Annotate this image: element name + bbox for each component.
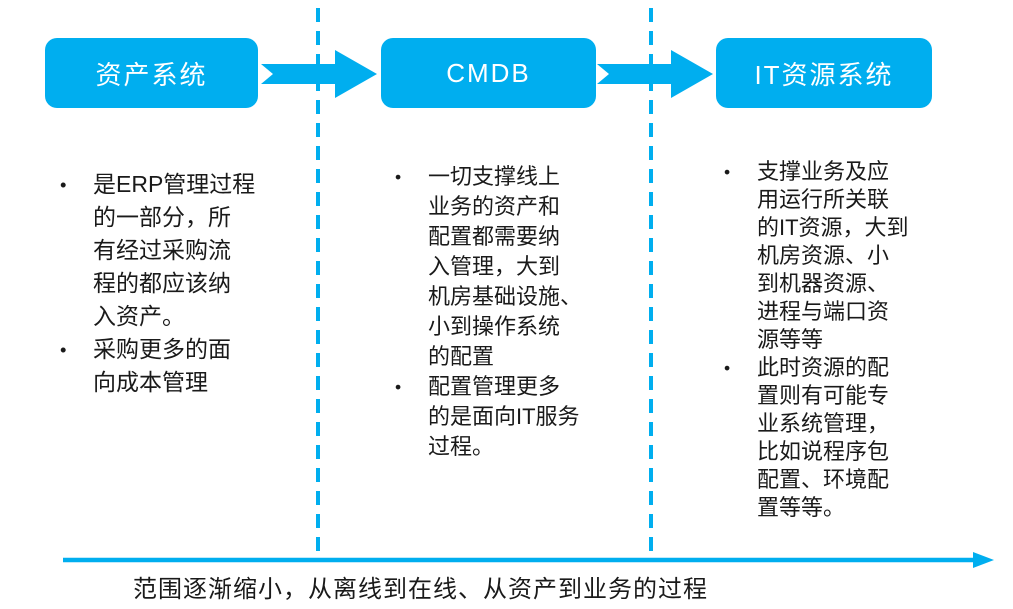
flow-block-arrow-icon-2 (597, 50, 713, 98)
stage-box-it-resource-system: IT资源系统 (716, 38, 932, 108)
bullet-item: • 此时资源的配 置则有可能专 业系统管理， 比如说程序包 配置、环境配 置等等… (712, 354, 957, 522)
bullet-dot: • (395, 377, 402, 397)
bullet-column-cmdb: • 一切支撑线上 业务的资产和 配置都需要纳 入管理，大到 机房基础设施、 小到… (383, 162, 635, 462)
bullet-text: 配置管理更多 的是面向IT服务 过程。 (428, 374, 580, 459)
stage-box-asset-system: 资产系统 (45, 38, 258, 108)
bullet-item: • 一切支撑线上 业务的资产和 配置都需要纳 入管理，大到 机房基础设施、 小到… (383, 162, 635, 372)
bullet-text: 是ERP管理过程 的一部分，所 有经过采购流 程的都应该纳 入资产。 (93, 171, 256, 329)
bullet-item: • 支撑业务及应 用运行所关联 的IT资源，大到 机房资源、小 到机器资源、 进… (712, 158, 957, 354)
bullet-column-asset-system: • 是ERP管理过程 的一部分，所 有经过采购流 程的都应该纳 入资产。 • 采… (48, 168, 280, 399)
bullet-text: 支撑业务及应 用运行所关联 的IT资源，大到 机房资源、小 到机器资源、 进程与… (757, 159, 909, 352)
bullet-dot: • (60, 174, 67, 195)
dashed-divider-2 (649, 8, 653, 557)
timeline-arrow-icon (63, 552, 994, 568)
stage-label-cmdb: CMDB (446, 57, 531, 88)
bullet-item: • 是ERP管理过程 的一部分，所 有经过采购流 程的都应该纳 入资产。 (48, 168, 280, 333)
stage-label-it-resource-system: IT资源系统 (754, 59, 894, 90)
bullet-column-it-resource-system: • 支撑业务及应 用运行所关联 的IT资源，大到 机房资源、小 到机器资源、 进… (712, 158, 957, 522)
bullet-dot: • (724, 162, 731, 182)
bullet-text: 一切支撑线上 业务的资产和 配置都需要纳 入管理，大到 机房基础设施、 小到操作… (428, 164, 583, 369)
stage-label-asset-system: 资产系统 (95, 59, 208, 90)
bullet-dot: • (724, 358, 731, 378)
bullet-text: 采购更多的面 向成本管理 (93, 336, 231, 395)
flow-block-arrow-icon-1 (261, 50, 377, 98)
bullet-text: 此时资源的配 置则有可能专 业系统管理， 比如说程序包 配置、环境配 置等等。 (757, 355, 890, 520)
bullet-item: • 配置管理更多 的是面向IT服务 过程。 (383, 372, 635, 462)
timeline-caption: 范围逐渐缩小，从离线到在线、从资产到业务的过程 (133, 576, 708, 603)
bullet-dot: • (395, 167, 402, 187)
stage-box-cmdb: CMDB (381, 38, 596, 108)
bullet-dot: • (60, 339, 67, 360)
dashed-divider-1 (316, 8, 320, 557)
bullet-item: • 采购更多的面 向成本管理 (48, 333, 280, 399)
